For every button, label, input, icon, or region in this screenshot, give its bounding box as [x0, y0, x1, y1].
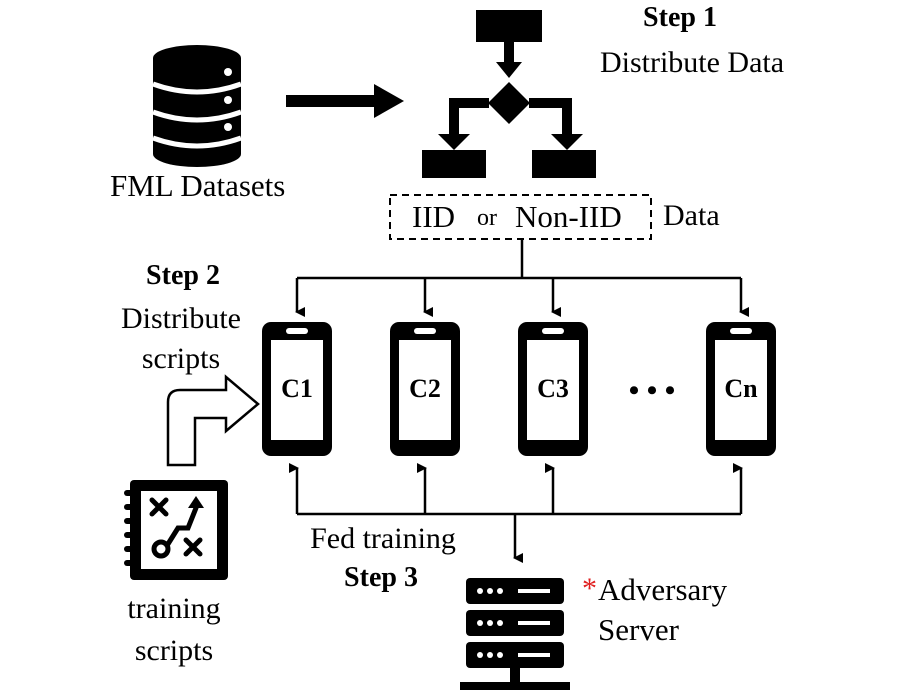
client-phone-3	[518, 322, 588, 456]
database-icon	[152, 45, 242, 167]
data-type-box	[389, 194, 652, 240]
step1-title: Step 1	[643, 2, 717, 33]
client-phone-2	[390, 322, 460, 456]
iid-label: IID	[412, 199, 456, 234]
client-label-3: C3	[537, 374, 569, 403]
non-iid-label: Non-IID	[515, 199, 622, 234]
server-label-line1: Adversary	[598, 572, 728, 607]
training-scripts-line1: training	[127, 592, 221, 625]
training-scripts-line2: scripts	[134, 634, 214, 667]
server-rack-icon	[460, 578, 570, 690]
step2-title: Step 2	[146, 260, 220, 291]
more-clients-ellipsis: • • •	[628, 374, 676, 407]
client-phone-n	[706, 322, 776, 456]
adversary-marker: *	[582, 572, 597, 605]
step3-title: Step 3	[344, 562, 418, 593]
step3-description: Fed training	[310, 522, 456, 555]
data-distribution-lines	[295, 239, 749, 317]
flowchart-icon	[422, 10, 596, 178]
datasets-label: FML Datasets	[110, 168, 286, 203]
client-label-2: C2	[409, 374, 441, 403]
client-label-1: C1	[281, 374, 313, 403]
or-label: or	[477, 205, 497, 231]
client-label-n: Cn	[724, 374, 758, 403]
scripts-distribution-arrow	[166, 374, 260, 467]
client-phone-1	[262, 322, 332, 456]
step1-description: Distribute Data	[599, 46, 785, 79]
step2-description-line1: Distribute	[121, 302, 241, 335]
fed-training-lines	[289, 463, 743, 563]
step2-description-line2: scripts	[141, 342, 221, 375]
data-label: Data	[663, 199, 720, 232]
strategy-notebook-icon	[124, 480, 228, 580]
datasets-to-distribution-arrow	[286, 84, 404, 118]
server-label-line2: Server	[598, 612, 679, 647]
